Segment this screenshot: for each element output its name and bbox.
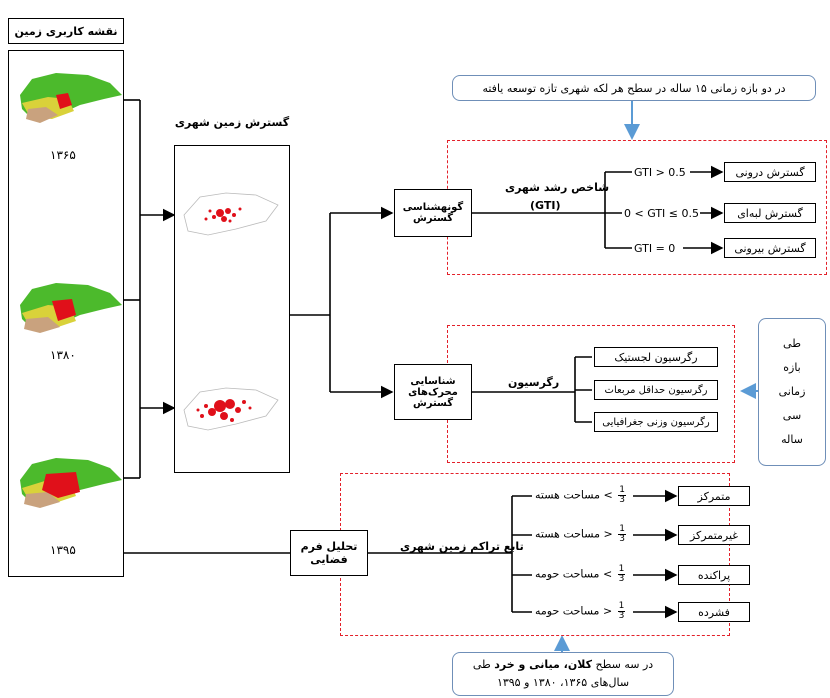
year-label-1365: ۱۳۶۵ (50, 148, 76, 162)
fraction-den: 3 (619, 534, 625, 544)
fraction-den: 3 (618, 574, 625, 584)
urban-expansion-map-2 (183, 387, 279, 431)
condition-text: مساحت حومه (535, 567, 600, 581)
density-function-label: تابع تراکم زمین شهری (400, 540, 524, 553)
gti-condition-2: 0 < GTI ≤ 0.5 (624, 207, 700, 220)
land-use-map-1365 (20, 73, 122, 123)
land-use-map-1395 (20, 458, 122, 508)
fraction-den: 3 (619, 495, 625, 505)
form-outcome-decentralized: غیرمتمرکز (678, 525, 750, 545)
fraction-den: 3 (618, 611, 625, 621)
note-suffix: طی (472, 658, 491, 671)
fraction-num: 1 (618, 524, 626, 535)
morphology-box: گونهشناسی گسترش (394, 189, 472, 237)
morphology-note: در دو بازه زمانی ۱۵ ساله در سطح هر لکه ش… (452, 75, 816, 101)
urban-expansion-title: گسترش زمین شهری (174, 115, 290, 129)
land-use-map-title: نقشه کاربری زمین (8, 18, 124, 44)
drivers-note-line: بازه (783, 361, 801, 374)
condition-text: مساحت حومه (535, 604, 600, 618)
relation-symbol: > (603, 527, 613, 541)
drivers-box: شناسایی محرک‌های گسترش (394, 364, 472, 420)
drivers-note-line: ساله (781, 433, 803, 446)
land-use-map-1380 (20, 283, 122, 333)
note-prefix: در سه سطح (595, 658, 654, 671)
regression-label: رگرسیون (508, 376, 560, 389)
form-outcome-compact: فشرده (678, 602, 750, 622)
regression-logistic: رگرسیون لجستیک (594, 347, 718, 367)
drivers-note-line: سی (782, 409, 802, 422)
fraction-num: 1 (618, 485, 626, 496)
drivers-note-line: طی (783, 337, 801, 350)
fraction-num: 1 (617, 601, 626, 612)
outcome-infill: گسترش درونی (724, 162, 816, 182)
outcome-outlying: گسترش بیرونی (724, 238, 816, 258)
regression-gwr: رگرسیون وزنی جغرافیایی (594, 412, 718, 432)
condition-text: مساحت هسته (535, 488, 600, 502)
relation-symbol: < (603, 488, 613, 502)
regression-ols: رگرسیون حداقل مربعات (594, 380, 718, 400)
note-bold: کلان، میانی و خرد (494, 658, 592, 671)
drivers-note: طی بازه زمانی سی ساله (758, 318, 826, 466)
outcome-edge: گسترش لبه‌ای (724, 203, 816, 223)
fraction-num: 1 (617, 564, 626, 575)
relation-symbol: < (602, 567, 613, 581)
urban-expansion-map-1 (183, 192, 279, 236)
gti-condition-3: GTI = 0 (634, 242, 676, 255)
form-outcome-concentrated: متمرکز (678, 486, 750, 506)
gti-index-abbr: (GTI) (530, 199, 561, 212)
relation-symbol: > (602, 604, 613, 618)
year-label-1380: ۱۳۸۰ (50, 348, 76, 362)
gti-condition-1: GTI > 0.5 (634, 166, 686, 179)
condition-text: مساحت هسته (535, 527, 600, 541)
year-label-1395: ۱۳۹۵ (50, 543, 76, 557)
gti-index-label: شاخص رشد شهری (505, 181, 610, 194)
form-outcome-dispersed: پراکنده (678, 565, 750, 585)
spatial-note-line-2: سال‌های ۱۳۶۵، ۱۳۸۰ و ۱۳۹۵ (496, 676, 630, 689)
drivers-note-line: زمانی (778, 385, 806, 398)
spatial-note-line-1: در سه سطح کلان، میانی و خرد طی (473, 656, 653, 674)
spatial-form-box: تحلیل فرم فضایی (290, 530, 368, 576)
spatial-form-note: در سه سطح کلان، میانی و خرد طی سال‌های ۱… (452, 652, 674, 696)
